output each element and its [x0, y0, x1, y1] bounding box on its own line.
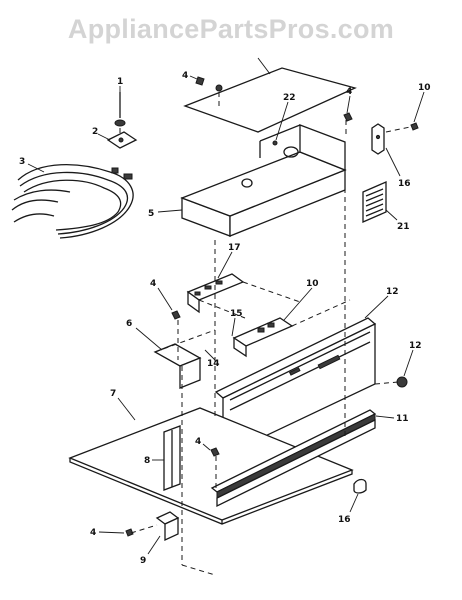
callout-16-bottom: 16	[338, 515, 351, 525]
leader-lines	[27, 57, 425, 555]
callout-4-mid: 4	[150, 279, 156, 289]
part-10-switch-bracket	[232, 317, 294, 358]
callout-1: 1	[117, 77, 123, 87]
callout-8: 8	[144, 456, 150, 466]
part-8-side-bracket	[163, 425, 181, 491]
callout-labels: 1 2 3 4 22 4 10 16 21 5 17 4 10 12 15 6 …	[19, 71, 431, 566]
callout-22: 22	[283, 93, 296, 103]
callout-16-top: 16	[398, 179, 411, 189]
callout-4-bottom: 4	[90, 528, 96, 538]
callout-11: 11	[396, 414, 409, 424]
part-18-clip	[353, 478, 367, 494]
callout-10-top: 10	[418, 83, 431, 93]
callout-3: 3	[19, 157, 25, 167]
part-11-lower-rail	[210, 409, 377, 508]
part-5-upper-housing	[180, 124, 347, 237]
callout-21: 21	[397, 222, 410, 232]
part-3-wire-harness	[11, 163, 134, 239]
callout-13: 12	[386, 287, 399, 297]
callout-4-low: 4	[195, 437, 201, 447]
callout-17: 17	[228, 243, 241, 253]
top-cover-panel	[183, 67, 357, 133]
callout-6: 6	[126, 319, 132, 329]
part-7-base-plate	[68, 407, 354, 525]
part-1-nut	[114, 92, 126, 127]
part-21-grille	[362, 181, 387, 223]
watermark: AppliancePartsPros.com	[67, 14, 395, 44]
part-2-plate	[106, 131, 138, 149]
callout-7: 7	[110, 389, 116, 399]
assembly-lines	[119, 92, 411, 576]
callout-5: 5	[148, 209, 154, 219]
callout-12: 12	[409, 341, 422, 351]
callout-2: 2	[92, 127, 98, 137]
callout-15: 15	[230, 309, 243, 319]
screws	[125, 76, 419, 537]
callout-9: 9	[140, 556, 146, 566]
callout-4-top: 4	[182, 71, 188, 81]
callout-14: 14	[207, 359, 220, 369]
callout-4-right: 4	[346, 87, 352, 97]
part-6-bracket	[153, 343, 202, 389]
callout-10-mid: 10	[306, 279, 319, 289]
part-9-small-bracket	[155, 511, 180, 542]
part-12-plug	[396, 376, 408, 388]
part-16-upper-bracket	[371, 123, 385, 155]
